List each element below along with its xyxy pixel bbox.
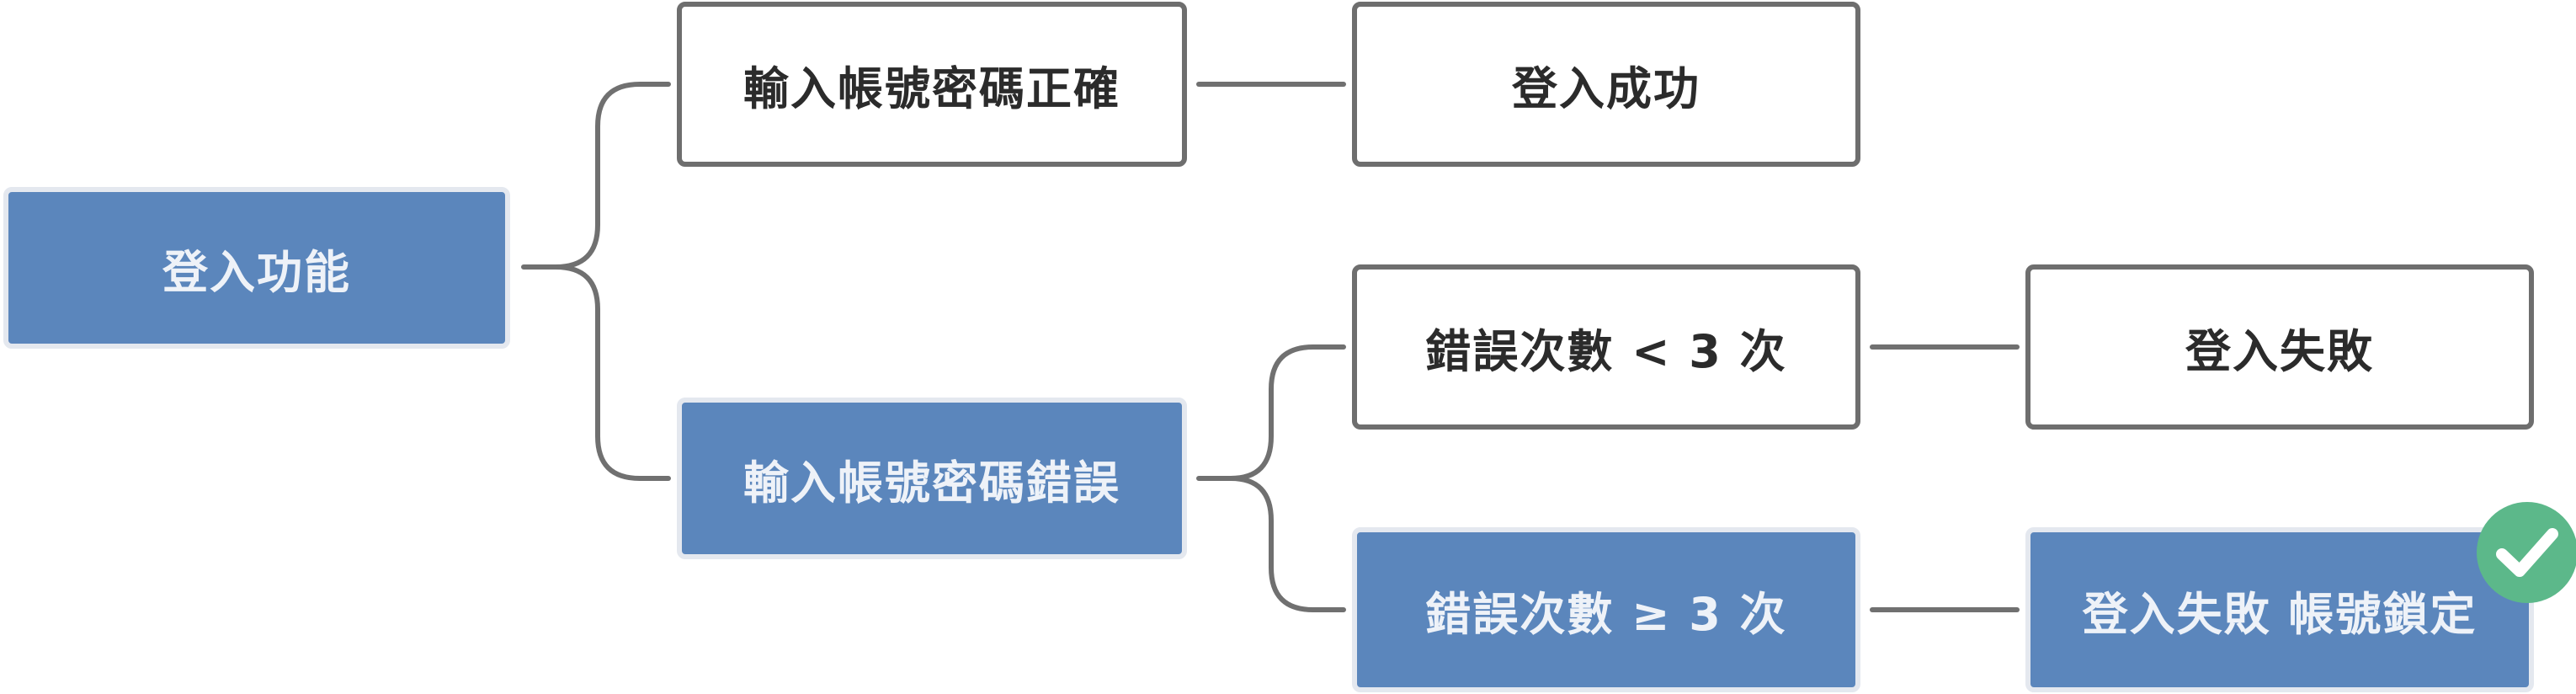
- result-node-login-fail-label: 登入失敗: [2185, 324, 2374, 378]
- result-node-login-success: 登入成功: [1352, 2, 1860, 167]
- condition-node-errors-three-or-more: 錯誤次數 ≥ 3 次: [1352, 527, 1860, 692]
- root-node-login: 登入功能: [3, 187, 510, 349]
- condition-node-errors-under-three-label: 錯誤次數 < 3 次: [1425, 324, 1787, 378]
- result-node-login-success-label: 登入成功: [1512, 61, 1700, 115]
- branch-node-credentials-wrong: 輸入帳號密碼錯誤: [677, 398, 1187, 559]
- result-node-account-locked: 登入失敗 帳號鎖定: [2025, 527, 2534, 692]
- result-node-account-locked-label: 登入失敗 帳號鎖定: [2082, 587, 2478, 641]
- condition-node-errors-under-three: 錯誤次數 < 3 次: [1352, 264, 1860, 430]
- connector-root-branches: [521, 82, 671, 481]
- branch-node-credentials-wrong-label: 輸入帳號密碼錯誤: [743, 456, 1120, 510]
- check-circle-icon: [2477, 502, 2576, 603]
- result-node-login-fail: 登入失敗: [2025, 264, 2534, 430]
- connector-error-branches: [1196, 344, 1346, 612]
- branch-node-credentials-correct-label: 輸入帳號密碼正確: [743, 61, 1120, 115]
- condition-node-errors-three-or-more-label: 錯誤次數 ≥ 3 次: [1425, 587, 1787, 641]
- root-node-label: 登入功能: [162, 245, 351, 299]
- branch-node-credentials-correct: 輸入帳號密碼正確: [677, 2, 1187, 167]
